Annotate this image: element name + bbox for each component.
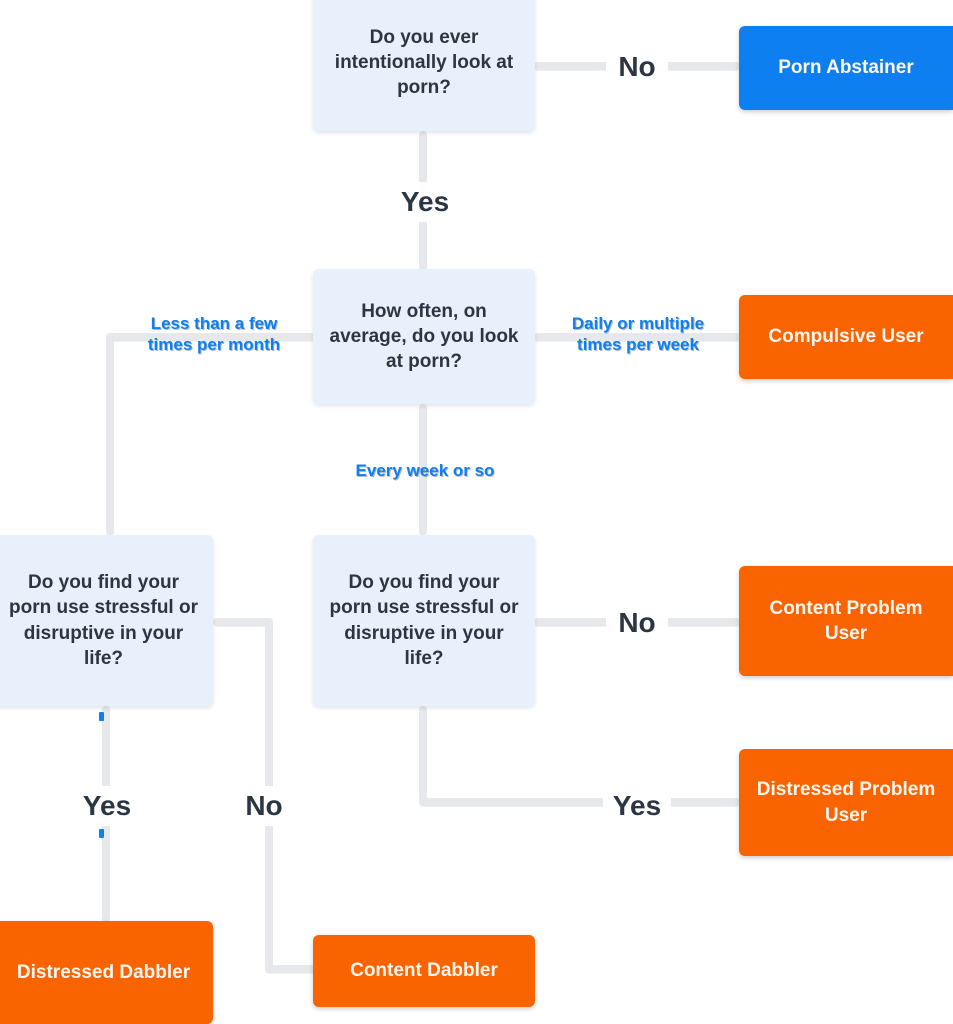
- edge-how-often-to-left-branch: [106, 333, 318, 341]
- result-content-problem-user: Content Problem User: [739, 566, 953, 676]
- edge-mid-stress-to-distressed-problem: [419, 798, 740, 806]
- edge-label-daily-or-multiple-per-week: Daily or multiple times per week: [571, 314, 705, 354]
- question-how-often: How often, on average, do you look at po…: [313, 269, 535, 404]
- edge-into-content-dabbler: [265, 965, 320, 973]
- question-intentional-look: Do you ever intentionally look at porn?: [313, 0, 535, 131]
- connector-artifact-dot-upper: [99, 712, 104, 721]
- edge-label-less-than-few-per-month: Less than a few times per month: [147, 314, 281, 354]
- edge-left-branch-down: [106, 333, 114, 535]
- result-distressed-dabbler: Distressed Dabbler: [0, 921, 213, 1024]
- result-distressed-problem-user: Distressed Problem User: [739, 749, 953, 856]
- result-content-dabbler: Content Dabbler: [313, 935, 535, 1007]
- edge-label-no-content-problem: No: [606, 604, 668, 642]
- edge-label-no-content-dabbler: No: [233, 786, 295, 826]
- edge-label-every-week-or-so: Every week or so: [355, 460, 495, 480]
- connector-artifact-dot-lower: [99, 829, 104, 838]
- edge-label-yes-distressed-problem: Yes: [603, 786, 671, 826]
- edge-left-stress-right-stub: [213, 618, 273, 626]
- edge-how-often-to-compulsive: [534, 333, 740, 341]
- question-stress-left: Do you find your porn use stressful or d…: [0, 535, 213, 706]
- question-stress-mid: Do you find your porn use stressful or d…: [313, 535, 535, 706]
- edge-how-often-to-mid-stress: [419, 404, 427, 535]
- edge-label-no-abstainer: No: [606, 48, 668, 86]
- edge-label-yes-distressed-dabbler: Yes: [73, 786, 141, 826]
- edge-label-yes-how-often: Yes: [394, 182, 456, 222]
- result-porn-abstainer: Porn Abstainer: [739, 26, 953, 110]
- edge-mid-stress-down: [419, 706, 427, 802]
- result-compulsive-user: Compulsive User: [739, 295, 953, 379]
